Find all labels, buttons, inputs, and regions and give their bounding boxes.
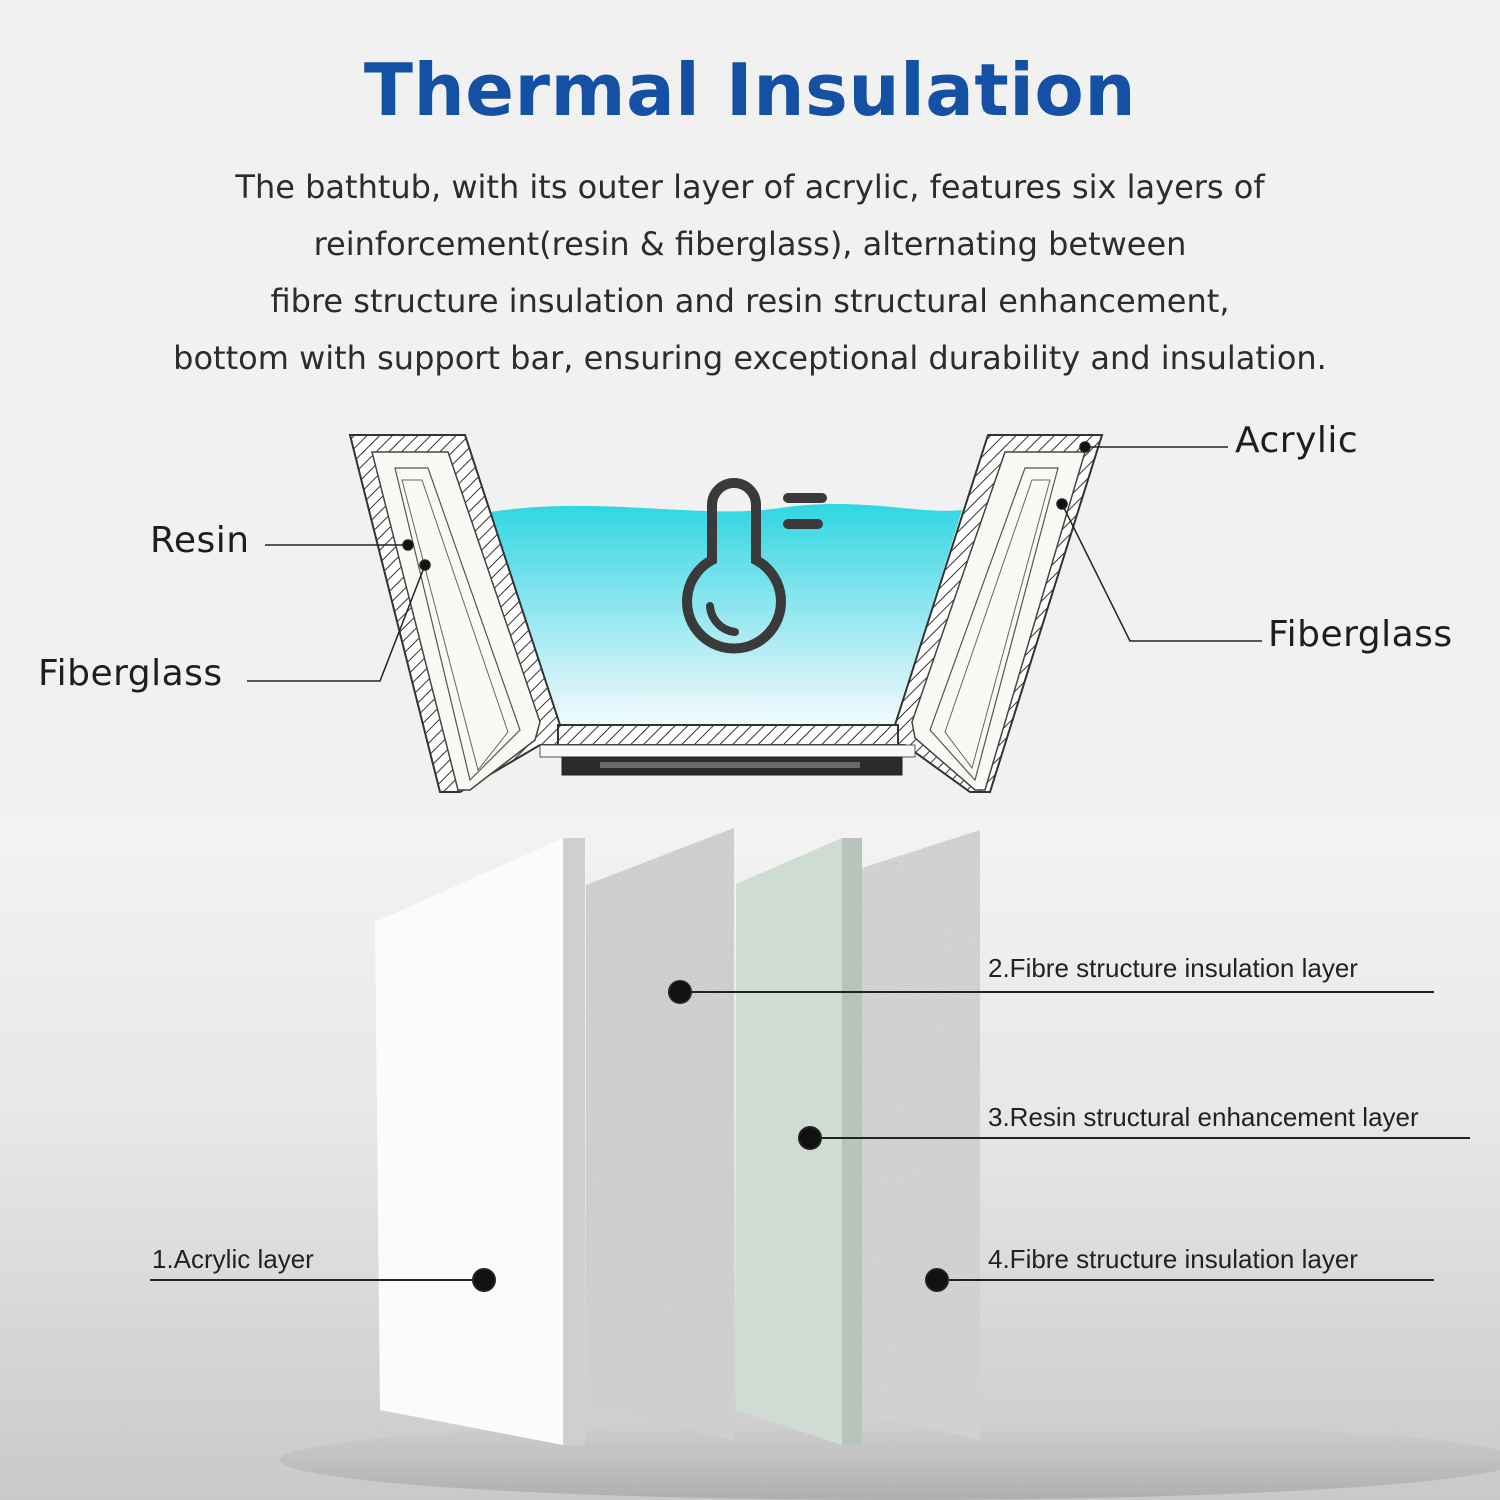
label-fiberglass-right: Fiberglass (1268, 614, 1453, 655)
water-fill (490, 503, 962, 725)
bathtub-cross-section (247, 434, 1262, 793)
layer-leader-lines (150, 980, 1470, 1292)
label-fiberglass-left: Fiberglass (38, 653, 223, 694)
panel-fibre-layer-2 (586, 828, 734, 1440)
thermometer-icon (682, 478, 827, 654)
description-line-4: bottom with support bar, ensuring except… (173, 339, 1327, 377)
panel-fibre-layer-4 (862, 830, 980, 1440)
label-layer-1: 1.Acrylic layer (152, 1244, 314, 1274)
page-title: Thermal Insulation (363, 48, 1137, 132)
label-acrylic: Acrylic (1235, 420, 1359, 461)
label-layer-3: 3.Resin structural enhancement layer (988, 1102, 1419, 1132)
tub-leader-lines (247, 441, 1262, 682)
description-line-2: reinforcement(resin & fiberglass), alter… (313, 225, 1187, 263)
label-resin: Resin (150, 520, 250, 561)
left-wall-fiberglass (371, 451, 541, 791)
label-layer-2: 2.Fibre structure insulation layer (988, 953, 1358, 983)
label-layer-4: 4.Fibre structure insulation layer (988, 1244, 1358, 1274)
description-line-1: The bathtub, with its outer layer of acr… (235, 168, 1265, 206)
description-line-3: fibre structure insulation and resin str… (270, 282, 1230, 320)
panel-acrylic-layer-1 (375, 838, 585, 1445)
panel-resin-layer-3 (736, 838, 862, 1445)
